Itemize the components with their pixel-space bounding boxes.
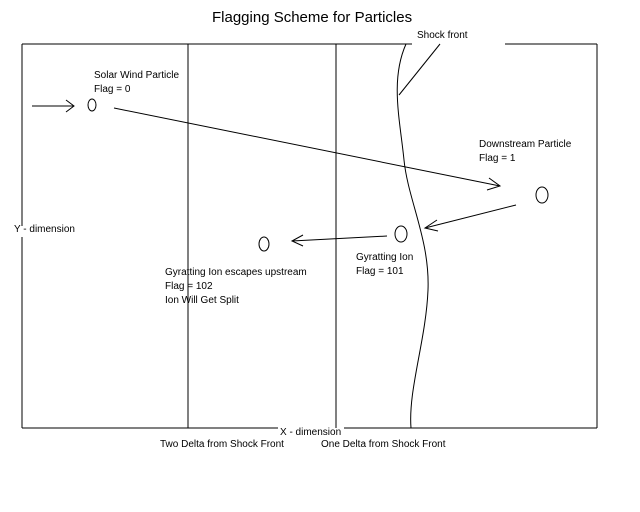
transmission-arrow-line <box>113 107 501 187</box>
gyrating-flag-label: Flag = 101 <box>356 266 404 277</box>
solar-wind-particle-label: Solar Wind Particle <box>94 70 180 81</box>
downstream-particle <box>535 186 549 204</box>
transmission-arrow-head <box>486 177 502 191</box>
shock-front-pointer <box>398 43 441 96</box>
downstream-flag-label: Flag = 1 <box>479 153 516 164</box>
gyrating-ion-label: Gyratting Ion <box>356 252 414 263</box>
reflection-arrow-head <box>423 219 439 232</box>
escapes-flag-label: Flag = 102 <box>165 281 213 292</box>
shock-front-curve <box>396 43 429 429</box>
escapes-split-label: Ion Will Get Split <box>165 295 239 306</box>
gyrating-ion <box>394 225 408 243</box>
escapes-label: Gyratting Ion escapes upstream <box>165 267 307 278</box>
reflection-arrow-line <box>424 204 517 229</box>
shock-front-label: Shock front <box>417 30 468 41</box>
incoming-arrow-head <box>65 99 75 113</box>
escape-arrow-line <box>291 235 388 242</box>
y-dimension-label: Y - dimension <box>14 224 75 235</box>
solar-wind-flag-label: Flag = 0 <box>94 84 131 95</box>
escaped-ion <box>258 236 270 252</box>
x-dimension-label: X - dimension <box>280 427 342 438</box>
downstream-particle-label: Downstream Particle <box>479 139 572 150</box>
diagram-title: Flagging Scheme for Particles <box>212 9 413 26</box>
two-delta-label: Two Delta from Shock Front <box>160 439 284 450</box>
one-delta-label: One Delta from Shock Front <box>321 439 446 450</box>
solar-wind-particle <box>87 98 97 112</box>
escape-arrow-head <box>290 234 304 247</box>
